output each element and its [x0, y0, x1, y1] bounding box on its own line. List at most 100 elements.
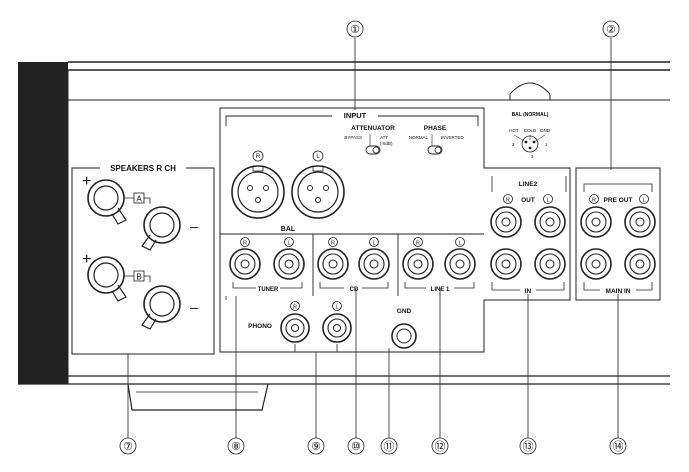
svg-text:⑪: ⑪ [384, 440, 395, 453]
line1-r-marker: R [416, 241, 420, 247]
callout-leaders [127, 38, 619, 438]
phono-r-jack[interactable] [280, 313, 310, 343]
bal-xlr-r-jack[interactable] [231, 165, 285, 219]
callout-7: ⑦ [119, 437, 137, 455]
callout-8: ⑧ [227, 437, 245, 455]
gnd-terminal[interactable] [391, 323, 417, 349]
phono-r-marker: R [293, 305, 297, 311]
line2-out-r-jack[interactable] [490, 206, 522, 238]
callout-2: ② [602, 20, 620, 38]
main-in-label: MAIN IN [606, 288, 631, 295]
speaker-terminal-a-plus[interactable] [87, 179, 127, 225]
phono-l-marker: L [335, 305, 338, 311]
b-label: B [136, 273, 141, 282]
svg-text:⑨: ⑨ [311, 441, 321, 453]
svg-text:⑭: ⑭ [613, 440, 624, 453]
line2-l-marker: L [546, 198, 549, 204]
speaker-terminal-b-plus[interactable] [87, 256, 127, 302]
plus-b-label: + [82, 251, 91, 268]
phase-switch[interactable] [427, 134, 443, 155]
minus-a-label: – [190, 218, 198, 234]
bal-l-marker: L [316, 154, 320, 160]
cd-r-jack[interactable] [317, 248, 349, 280]
speaker-terminal-a-minus[interactable] [141, 206, 181, 251]
plus-a-label: + [82, 173, 91, 190]
line1-r-jack[interactable] [402, 248, 434, 280]
cd-label: CD [350, 287, 359, 293]
tuner-l-marker: L [287, 241, 290, 247]
pre-out-r-jack[interactable] [580, 206, 612, 238]
svg-text:①: ① [350, 24, 360, 36]
inverted-label: INVERTED [441, 135, 464, 140]
line1-l-jack[interactable] [444, 248, 476, 280]
rl-markers [240, 237, 465, 247]
pin2-label: 2 [512, 142, 515, 147]
att-db-label: (-6dB) [380, 141, 393, 146]
chassis-top-edge [68, 61, 670, 71]
svg-text:⑦: ⑦ [123, 441, 133, 453]
pin3-label: 3 [531, 154, 534, 159]
phono-label: PHONO [248, 323, 272, 330]
att-label: ATT [380, 135, 388, 140]
bypass-label: BYPASS [344, 135, 362, 140]
speaker-terminal-b-minus[interactable] [141, 285, 181, 330]
attenuator-label: ATTENUATOR [351, 125, 395, 132]
tuner-label: TUNER [258, 287, 279, 293]
speakers-label: SPEAKERS R CH [110, 164, 176, 173]
a-label: A [136, 195, 142, 204]
minus-b-label: – [190, 299, 198, 315]
gnd-small-label: GND [540, 128, 551, 133]
pin1-label: 1 [545, 142, 548, 147]
bal-normal-label: BAL (NORMAL) [512, 112, 549, 118]
line2-in-l-jack[interactable] [534, 248, 566, 280]
chassis-left-bar [18, 62, 68, 384]
cd-l-marker: L [372, 241, 375, 247]
line2-in-r-jack[interactable] [490, 248, 522, 280]
chassis-bottom-edge [18, 375, 670, 385]
svg-text:⑩: ⑩ [351, 441, 361, 453]
tuner-l-jack[interactable] [273, 248, 305, 280]
pre-out-label: PRE OUT [604, 197, 633, 204]
attenuator-switch[interactable] [365, 134, 381, 155]
pre-r-marker: R [592, 198, 596, 204]
cd-r-marker: R [331, 241, 335, 247]
callout-13: ⑬ [519, 437, 537, 455]
normal-label: NORMAL [409, 135, 429, 140]
cold-label: COLD [524, 128, 537, 133]
svg-text:⑬: ⑬ [523, 440, 534, 453]
chassis-foot [127, 383, 269, 411]
pre-out-l-jack[interactable] [624, 206, 656, 238]
svg-text:②: ② [606, 24, 616, 36]
input-label: INPUT [344, 111, 367, 120]
svg-text:⑫: ⑫ [435, 440, 446, 453]
phase-label: PHASE [424, 125, 447, 132]
main-in-l-jack[interactable] [624, 248, 656, 280]
cd-l-jack[interactable] [358, 248, 390, 280]
main-in-r-jack[interactable] [580, 248, 612, 280]
in-label: IN [525, 288, 532, 295]
line2-label: LINE2 [519, 181, 538, 188]
tuner-r-jack[interactable] [229, 248, 261, 280]
bal-pin-diagram-icon [513, 134, 546, 153]
bal-xlr-l-jack[interactable] [291, 165, 345, 219]
phono-l-jack[interactable] [322, 313, 352, 343]
callout-14: ⑭ [609, 437, 627, 455]
input-panel [219, 107, 571, 353]
gnd-label: GND [397, 308, 412, 315]
tuner-r-marker: R [243, 241, 247, 247]
hot-label: HOT [509, 128, 519, 133]
pre-main-panel [575, 167, 661, 301]
bal-label: BAL [281, 226, 296, 233]
line2-r-marker: R [506, 198, 510, 204]
bal-r-marker: R [256, 154, 261, 160]
svg-text:⑧: ⑧ [231, 441, 241, 453]
line1-l-marker: L [458, 241, 461, 247]
line2-out-l-jack[interactable] [534, 206, 566, 238]
callout-9: ⑨ [307, 437, 325, 455]
out-label: OUT [521, 197, 535, 204]
callout-10: ⑩ [347, 437, 365, 455]
callout-12: ⑫ [431, 437, 449, 455]
callout-11: ⑪ [380, 437, 398, 455]
